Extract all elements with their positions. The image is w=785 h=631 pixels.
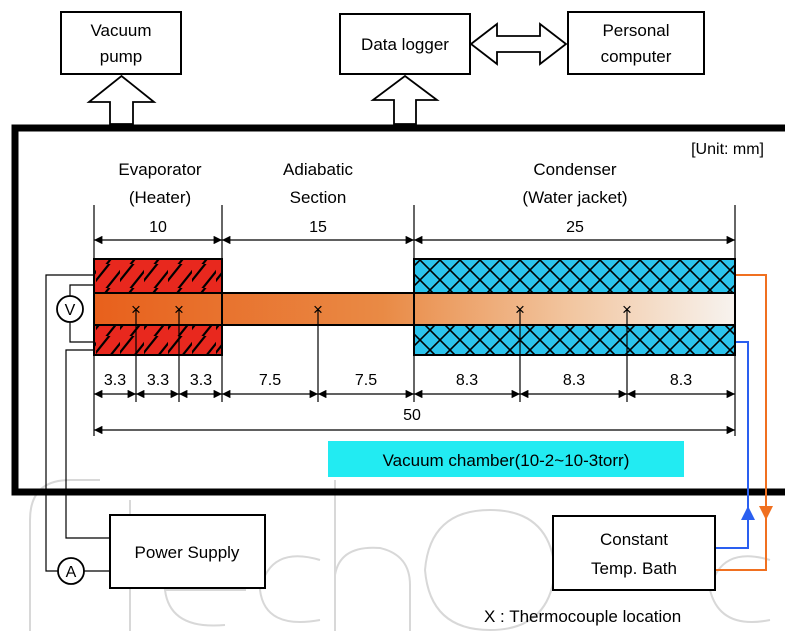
vacuum-pump-label-1: Vacuum <box>90 21 151 40</box>
bath-label-1: Constant <box>600 530 668 549</box>
thermocouple-mark: × <box>174 300 184 319</box>
vacuum-chamber <box>11 124 785 496</box>
thermocouple-mark: × <box>622 300 632 319</box>
personal-computer-label-1: Personal <box>602 21 669 40</box>
power-supply-box: Power Supply <box>109 514 266 589</box>
data-logger-label: Data logger <box>361 35 449 54</box>
adiabatic-label-2: Section <box>290 188 347 207</box>
water-jacket <box>413 258 736 356</box>
bath-label-2: Temp. Bath <box>591 559 677 578</box>
electrical-wiring <box>45 274 110 572</box>
condenser-label-2: (Water jacket) <box>522 188 627 207</box>
thermocouple-mark: × <box>131 300 141 319</box>
cold-water-line <box>715 341 749 549</box>
spacing-cond-1: 8.3 <box>456 372 478 389</box>
evaporator-label-2: (Heater) <box>129 188 191 207</box>
data-logger-box: Data logger <box>339 13 471 75</box>
section-dimension-lines <box>93 205 736 258</box>
chamber-label: Vacuum chamber(10-2~10-3torr) <box>383 451 630 470</box>
thermocouples: × × × × × <box>131 300 632 319</box>
spacing-cond-3: 8.3 <box>670 372 692 389</box>
thermocouple-mark: × <box>313 300 323 319</box>
vacuum-line-arrow <box>86 74 157 125</box>
voltmeter-label: V <box>65 302 76 319</box>
heater-jacket <box>93 258 223 356</box>
ammeter: A <box>57 557 85 585</box>
ammeter-label: A <box>66 564 77 581</box>
spacing-evap-2: 3.3 <box>147 372 169 389</box>
thermocouple-mark: × <box>515 300 525 319</box>
condenser-label-1: Condenser <box>533 160 617 179</box>
vacuum-pump-label-2: pump <box>100 47 143 66</box>
thermocouple-dimension-lines <box>93 310 736 436</box>
personal-computer-box: Personal computer <box>567 11 705 75</box>
hot-water-line <box>715 274 767 571</box>
condenser-length: 25 <box>566 219 584 236</box>
spacing-cond-2: 8.3 <box>563 372 585 389</box>
data-line-arrow <box>370 74 440 125</box>
voltmeter: V <box>56 295 84 323</box>
logger-pc-double-arrow <box>469 22 568 66</box>
power-supply-label: Power Supply <box>135 543 240 562</box>
constant-temp-bath-box: Constant Temp. Bath <box>552 515 716 591</box>
chamber-label-box <box>328 441 684 477</box>
total-length: 50 <box>403 407 421 424</box>
adiabatic-label-1: Adiabatic <box>283 160 353 179</box>
adiabatic-length: 15 <box>309 219 327 236</box>
vacuum-pump-box: Vacuum pump <box>60 11 182 75</box>
spacing-evap-3: 3.3 <box>190 372 212 389</box>
personal-computer-label-2: computer <box>601 47 672 66</box>
spacing-adiabatic-1: 7.5 <box>259 372 281 389</box>
evaporator-length: 10 <box>149 219 167 236</box>
unit-note: [Unit: mm] <box>691 141 764 158</box>
spacing-evap-1: 3.3 <box>104 372 126 389</box>
evaporator-label-1: Evaporator <box>118 160 201 179</box>
thermocouple-legend: X : Thermocouple location <box>484 607 681 626</box>
spacing-adiabatic-2: 7.5 <box>355 372 377 389</box>
